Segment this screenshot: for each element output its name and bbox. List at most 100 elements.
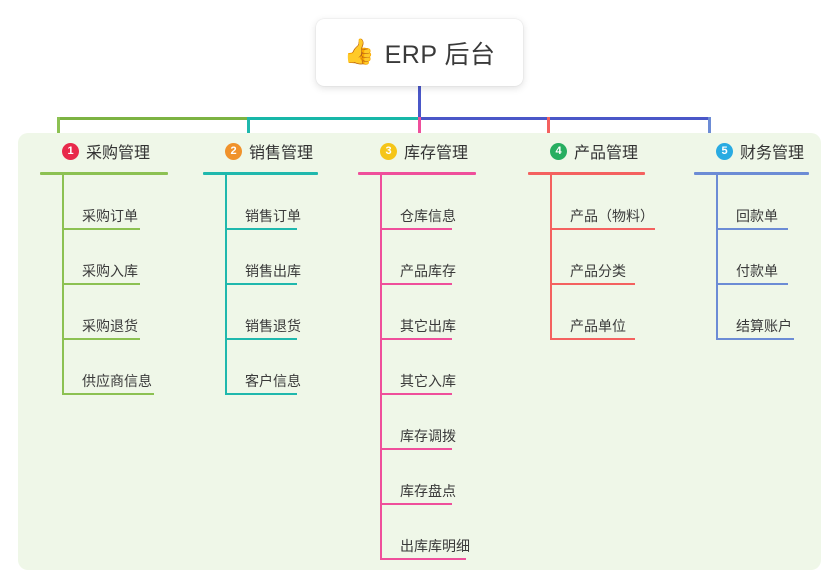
branch-item-label: 产品单位 (570, 318, 626, 334)
branch-item-list: 采购订单采购入库采购退货供应商信息 (62, 175, 168, 395)
branch-item[interactable]: 出库库明细 (380, 505, 476, 560)
branch-number-badge: 3 (380, 142, 397, 160)
branch-header-rule (694, 172, 809, 175)
page-title: ERP 后台 (384, 40, 496, 69)
branch-spine (62, 175, 64, 395)
branch-item-label: 库存盘点 (400, 483, 456, 499)
branch-item[interactable]: 销售订单 (225, 175, 318, 230)
branch-item[interactable]: 产品（物料） (550, 175, 655, 230)
branch-item-rule (716, 283, 788, 285)
branch-item-rule (716, 338, 794, 340)
branch-number-badge: 5 (716, 142, 733, 160)
branch-item-label: 其它出库 (400, 318, 456, 334)
branch-header-rule (203, 172, 318, 175)
branch-title: 产品管理 (574, 145, 639, 162)
branch-column-3: 3 库存管理仓库信息产品库存其它出库其它入库库存调拨库存盘点出库库明细 (358, 133, 476, 560)
branch-column-4: 4 产品管理产品（物料） 产品分类产品单位 (528, 133, 655, 340)
branch-item-label: 销售出库 (245, 263, 301, 279)
branch-item-rule (62, 393, 154, 395)
branch-header-3[interactable]: 3 库存管理 (358, 133, 476, 169)
branch-item-rule (225, 393, 297, 395)
branch-item[interactable]: 库存盘点 (380, 450, 476, 505)
branch-item-label: 采购入库 (82, 263, 138, 279)
branch-item-rule (380, 283, 452, 285)
branch-item-rule (380, 448, 452, 450)
branch-item-list: 产品（物料） 产品分类产品单位 (550, 175, 655, 340)
branch-item-label: 出库库明细 (400, 538, 470, 554)
branch-column-2: 2 销售管理销售订单销售出库销售退货客户信息 (203, 133, 318, 395)
branch-item[interactable]: 仓库信息 (380, 175, 476, 230)
branch-title: 库存管理 (404, 145, 469, 162)
branch-spine (716, 175, 718, 340)
branch-item-rule (225, 228, 297, 230)
branch-spine (380, 175, 382, 560)
branch-item[interactable]: 库存调拨 (380, 395, 476, 450)
branch-item-list: 销售订单销售出库销售退货客户信息 (225, 175, 318, 395)
branch-item-label: 产品分类 (570, 263, 626, 279)
branch-item-label: 销售订单 (245, 208, 301, 224)
branch-item-rule (225, 338, 297, 340)
branch-item-label: 销售退货 (245, 318, 301, 334)
branch-item-list: 回款单付款单结算账户 (716, 175, 809, 340)
root-node-title-card[interactable]: 👍 ERP 后台 (316, 19, 523, 86)
branch-item[interactable]: 结算账户 (716, 285, 809, 340)
branch-header-rule (358, 172, 476, 175)
branch-item[interactable]: 销售出库 (225, 230, 318, 285)
branch-item-label: 采购订单 (82, 208, 138, 224)
branch-item[interactable]: 付款单 (716, 230, 809, 285)
branch-item[interactable]: 产品单位 (550, 285, 654, 340)
branch-item[interactable]: 客户信息 (225, 340, 318, 395)
branch-header-5[interactable]: 5 财务管理 (694, 133, 809, 169)
branch-item-rule (225, 283, 297, 285)
branch-column-5: 5 财务管理回款单付款单结算账户 (694, 133, 809, 340)
branch-item-rule (62, 338, 140, 340)
branch-item-rule (380, 393, 452, 395)
branch-number-badge: 4 (550, 142, 567, 160)
branch-item-label: 库存调拨 (400, 428, 456, 444)
branch-header-4[interactable]: 4 产品管理 (528, 133, 654, 169)
branch-spine (550, 175, 552, 340)
branches-panel (18, 133, 821, 570)
branch-item[interactable]: 产品分类 (550, 230, 654, 285)
branch-item[interactable]: 产品库存 (380, 230, 476, 285)
branch-item[interactable]: 其它出库 (380, 285, 476, 340)
branch-item-rule (62, 283, 140, 285)
branch-item-rule (716, 228, 788, 230)
branch-title: 财务管理 (740, 145, 805, 162)
branch-item[interactable]: 供应商信息 (62, 340, 168, 395)
branch-header-rule (528, 172, 645, 175)
branch-title: 采购管理 (86, 145, 151, 162)
branch-item[interactable]: 回款单 (716, 175, 809, 230)
branch-item-rule (62, 228, 140, 230)
branch-item-label: 结算账户 (736, 318, 792, 334)
branch-item[interactable]: 销售退货 (225, 285, 318, 340)
branch-item[interactable]: 采购订单 (62, 175, 168, 230)
branch-item-rule (380, 338, 452, 340)
branch-columns: 1 采购管理采购订单采购入库采购退货供应商信息 2 销售管理销售订单销售出库销售退货客… (18, 133, 821, 570)
branch-item-rule (380, 503, 452, 505)
branch-item-label: 产品（物料） (570, 208, 654, 224)
branch-item-list: 仓库信息产品库存其它出库其它入库库存调拨库存盘点出库库明细 (380, 175, 476, 560)
branch-item-label: 采购退货 (82, 318, 138, 334)
branch-number-badge: 2 (225, 142, 242, 160)
branch-item[interactable]: 其它入库 (380, 340, 476, 395)
branch-item-rule (380, 558, 466, 560)
branch-item-label: 仓库信息 (400, 208, 456, 224)
branch-spine (225, 175, 227, 395)
branch-item-label: 回款单 (736, 208, 778, 224)
branch-header-1[interactable]: 1 采购管理 (40, 133, 168, 169)
branch-header-2[interactable]: 2 销售管理 (203, 133, 318, 169)
branch-item-rule (550, 338, 635, 340)
branch-title: 销售管理 (249, 145, 314, 162)
branch-item-rule (550, 228, 655, 230)
branch-item-rule (380, 228, 452, 230)
branch-item-label: 付款单 (736, 263, 778, 279)
branch-item-label: 产品库存 (400, 263, 456, 279)
branch-item[interactable]: 采购入库 (62, 230, 168, 285)
branch-number-badge: 1 (62, 142, 79, 160)
thumbs-up-icon: 👍 (343, 38, 375, 66)
branch-item-label: 客户信息 (245, 373, 301, 389)
branch-column-1: 1 采购管理采购订单采购入库采购退货供应商信息 (40, 133, 168, 395)
branch-item[interactable]: 采购退货 (62, 285, 168, 340)
